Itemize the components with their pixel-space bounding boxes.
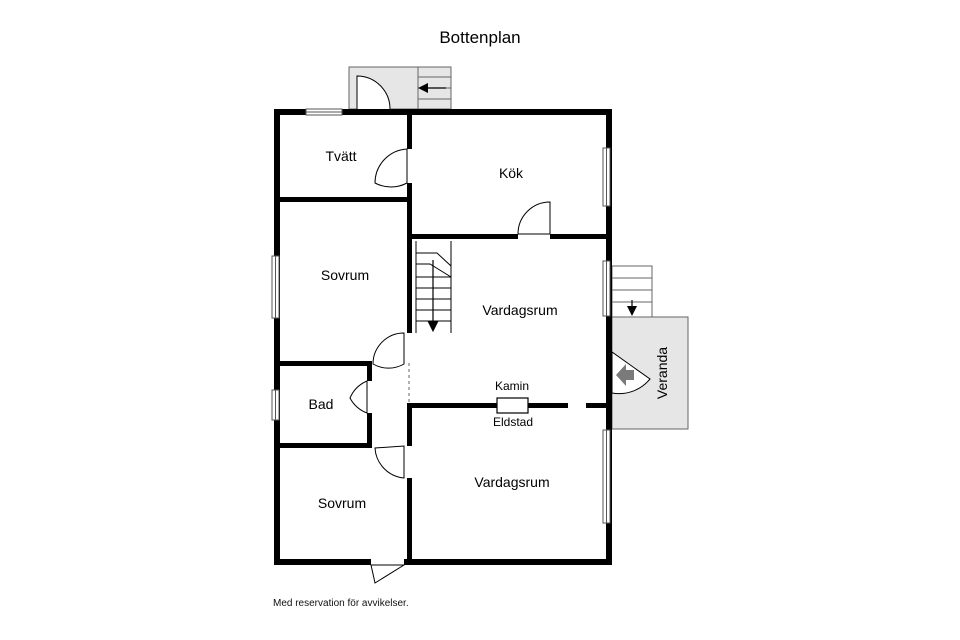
door-tvatt bbox=[374, 148, 408, 188]
door-sovrum-lower bbox=[374, 445, 405, 479]
door-swings bbox=[349, 148, 551, 584]
room-label-vardagsrum-upper: Vardagsrum bbox=[482, 302, 557, 318]
stairs-interior bbox=[415, 241, 452, 333]
fireplace bbox=[496, 397, 529, 414]
disclaimer: Med reservation för avvikelser. bbox=[273, 598, 409, 609]
room-label-bad: Bad bbox=[309, 396, 334, 412]
room-label-kok: Kök bbox=[499, 165, 524, 181]
door-sovrum-upper bbox=[372, 332, 405, 369]
label-kamin: Kamin bbox=[495, 379, 529, 393]
windows bbox=[271, 108, 611, 524]
room-label-vardagsrum-lower: Vardagsrum bbox=[474, 474, 549, 490]
plan-title: Bottenplan bbox=[439, 28, 521, 47]
door-exterior-bottom bbox=[370, 564, 406, 584]
room-label-veranda: Veranda bbox=[654, 347, 670, 399]
label-eldstad: Eldstad bbox=[493, 415, 533, 429]
walls bbox=[274, 109, 612, 565]
door-kok bbox=[517, 201, 551, 235]
room-label-sovrum-upper: Sovrum bbox=[321, 267, 369, 283]
veranda-area: Veranda bbox=[611, 265, 689, 430]
entrance-steps-top bbox=[348, 66, 452, 110]
room-label-sovrum-lower: Sovrum bbox=[318, 495, 366, 511]
door-bad bbox=[349, 380, 368, 414]
room-label-tvatt: Tvätt bbox=[325, 148, 356, 164]
